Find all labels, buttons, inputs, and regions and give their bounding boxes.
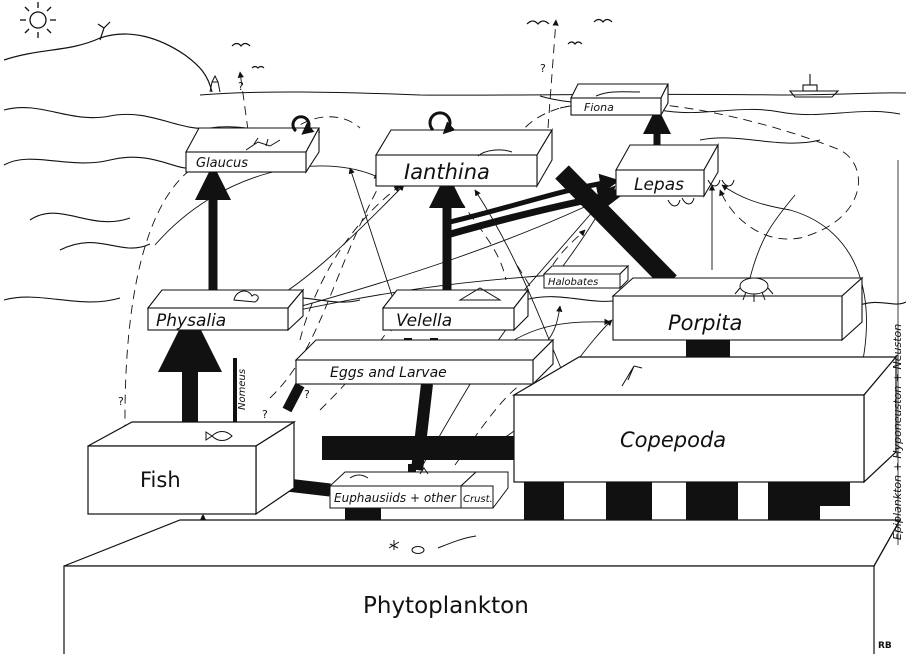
question-mark: ? <box>238 80 244 93</box>
bird-icon <box>231 18 613 69</box>
velella-sail-icon <box>458 287 502 301</box>
physalia-float-icon <box>233 290 259 303</box>
phytoplankton-label: Phytoplankton <box>363 593 529 619</box>
neuston-axis-label: Epiplankton + Hyponeuston + Neuston <box>891 324 904 540</box>
lepas-node <box>615 142 719 199</box>
sea-slug-icon <box>245 91 641 157</box>
nomeus-label: Nomeus <box>237 369 248 410</box>
circular-arrow-icon <box>291 111 456 135</box>
halobates-node <box>542 264 630 290</box>
fiona-node <box>570 83 669 118</box>
shrimp-icon <box>349 467 429 479</box>
cliff-outline <box>3 33 213 93</box>
question-mark: ? <box>304 388 310 401</box>
copepoda-label: Copepoda <box>620 428 726 452</box>
fish-label: Fish <box>140 468 181 492</box>
eggs-larvae-label: Eggs and Larvae <box>330 365 447 381</box>
phytoplankton-cells-icon <box>388 535 477 554</box>
porpita-label: Porpita <box>668 311 742 335</box>
horizon-line <box>199 91 906 96</box>
porpita-node <box>611 276 864 342</box>
crust-label: Crust. <box>463 494 493 505</box>
glaucus-node <box>185 127 320 174</box>
glaucus-label: Glaucus <box>196 156 248 171</box>
sun-icon <box>20 2 56 38</box>
velella-label: Velella <box>396 311 452 331</box>
copepoda-node <box>511 355 898 484</box>
physalia-label: Physalia <box>156 311 226 331</box>
ianthina-node <box>375 128 553 189</box>
question-mark: ? <box>262 408 268 421</box>
question-mark: ? <box>540 62 546 75</box>
signature: RB <box>878 641 892 651</box>
lighthouse-icon <box>209 74 221 93</box>
eggs-larvae-node <box>294 338 555 386</box>
euphausiids-label: Euphausiids + other <box>334 491 457 505</box>
tree-icon <box>97 21 111 41</box>
shore-waves <box>3 106 321 251</box>
copepod-icon <box>621 365 643 387</box>
sea-surface <box>3 296 906 306</box>
lepas-label: Lepas <box>634 175 684 195</box>
physalia-node <box>146 288 305 332</box>
ianthina-label: Ianthina <box>404 160 490 184</box>
barnacle-icon <box>667 179 735 207</box>
fiona-label: Fiona <box>584 101 614 114</box>
porpita-disc-icon <box>734 277 774 302</box>
euphausiids-node <box>328 471 509 509</box>
thick-arrows <box>158 106 677 538</box>
fish-node <box>87 420 297 516</box>
question-mark: ? <box>118 395 124 408</box>
halobates-label: Halobates <box>548 277 598 288</box>
ship-icon <box>788 74 840 98</box>
fish-icon <box>205 431 233 441</box>
phytoplankton-node <box>63 519 902 654</box>
